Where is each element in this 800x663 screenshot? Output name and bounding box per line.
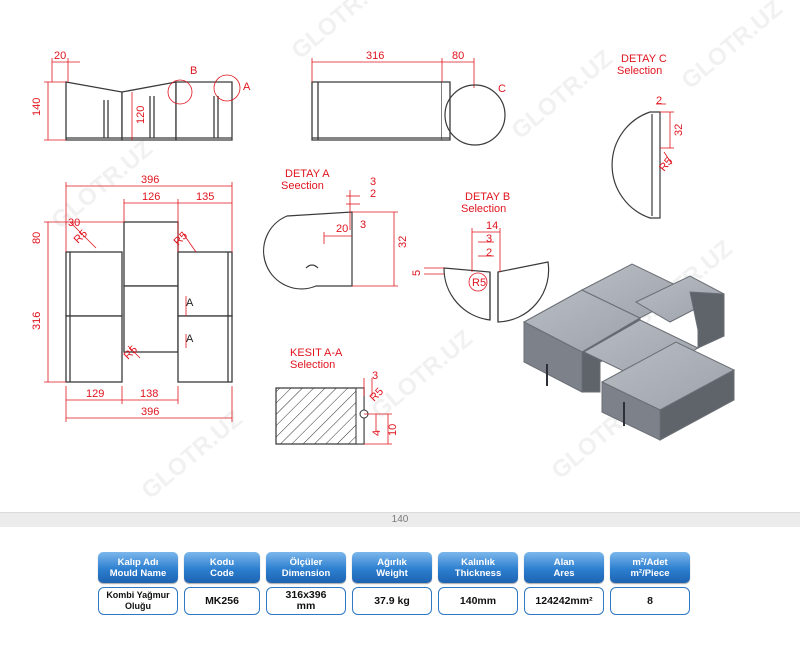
svg-text:GLOTR.UZ: GLOTR.UZ (507, 45, 618, 145)
page-number: 140 (391, 514, 409, 525)
isometric-render (522, 263, 736, 441)
front-view (65, 81, 233, 141)
kesit-subtitle: Selection (290, 359, 335, 371)
detay-c-dims (656, 103, 674, 165)
dim-plan-396-bottom: 396 (141, 406, 159, 418)
dim-det-b-r5: R5 (472, 277, 486, 289)
dim-det-b-3: 3 (486, 233, 492, 245)
detay-c-title: DETAY C (621, 53, 667, 65)
detay-a-dims (323, 190, 398, 287)
dim-plan-138: 138 (140, 388, 158, 400)
dim-det-a-2: 2 (370, 188, 376, 200)
dim-det-a-20: 20 (336, 223, 348, 235)
dim-front-20: 20 (54, 50, 66, 62)
detay-b-view (443, 261, 550, 323)
value-m2-per-piece: 8 (610, 587, 690, 615)
detay-b-dims (424, 228, 501, 292)
detay-b-subtitle: Selection (461, 203, 506, 215)
dim-side-316: 316 (366, 50, 384, 62)
detay-a-view (263, 211, 353, 290)
plan-view (65, 221, 233, 383)
detay-a-subtitle: Seection (281, 180, 324, 192)
front-view-dims (44, 58, 241, 141)
dim-front-120: 120 (135, 106, 147, 124)
dim-det-c-32: 32 (673, 124, 685, 136)
callout-a: A (243, 81, 251, 93)
detail-c-circle (444, 84, 506, 146)
dim-kesit-10: 10 (387, 424, 399, 436)
detay-c-view (611, 111, 661, 219)
dim-plan-135: 135 (196, 191, 214, 203)
page-footer-band (0, 512, 800, 527)
dim-kesit-4: 4 (371, 430, 383, 436)
plan-view-dims (44, 182, 233, 422)
section-mark-a-1: A (186, 297, 194, 309)
dim-det-b-2: 2 (486, 247, 492, 259)
dim-plan-80: 80 (31, 232, 43, 244)
side-view (311, 81, 451, 141)
dim-det-c-2: 2 (656, 95, 662, 107)
dim-det-a-3: 3 (370, 176, 376, 188)
dim-det-a-32: 32 (397, 236, 409, 248)
dim-plan-129: 129 (86, 388, 104, 400)
dim-front-140: 140 (31, 98, 43, 116)
dim-plan-396-top: 396 (141, 174, 159, 186)
dim-plan-316: 316 (31, 312, 43, 330)
kesit-title: KESIT A-A (290, 347, 343, 359)
side-view-dims (311, 58, 475, 88)
dim-plan-126: 126 (142, 191, 160, 203)
dim-plan-r5-a: R5 (72, 228, 90, 246)
value-thickness: 140mm (438, 587, 518, 615)
dim-det-b-5: 5 (411, 270, 423, 276)
detay-c-subtitle: Selection (617, 65, 662, 77)
svg-text:GLOTR.UZ: GLOTR.UZ (677, 0, 788, 95)
dim-plan-30: 30 (68, 217, 80, 229)
detay-a-title: DETAY A (285, 168, 330, 180)
section-mark-a-2: A (186, 333, 194, 345)
dim-det-a-3b: 3 (360, 219, 366, 231)
callout-c: C (498, 83, 506, 95)
detay-b-title: DETAY B (465, 191, 510, 203)
value-weight: 37.9 kg (352, 587, 432, 615)
kesit-dims (363, 378, 392, 445)
callout-b: B (190, 65, 197, 77)
svg-text:GLOTR.UZ: GLOTR.UZ (137, 405, 248, 505)
dim-kesit-3: 3 (372, 370, 378, 382)
dim-det-b-14: 14 (486, 220, 498, 232)
technical-drawing: GLOTR.UZ GLOTR.UZ GLOTR.UZ GLOTR.UZ GLOT… (31, 0, 788, 505)
kesit-view (275, 387, 369, 445)
value-area: 124242mm² (524, 587, 604, 615)
svg-text:GLOTR.UZ: GLOTR.UZ (367, 325, 478, 425)
value-code: MK256 (184, 587, 260, 615)
dim-side-80: 80 (452, 50, 464, 62)
